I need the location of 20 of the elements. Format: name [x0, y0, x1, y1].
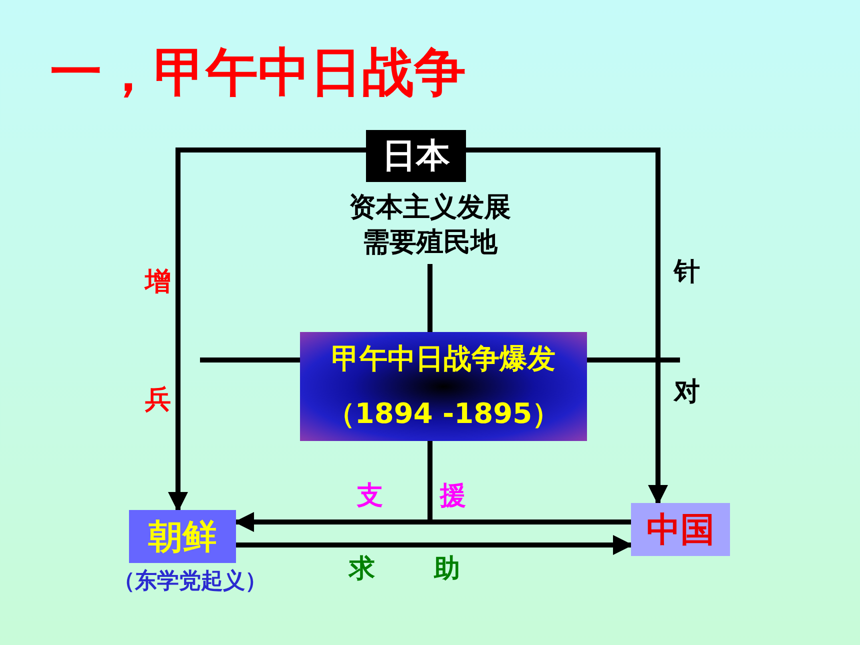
- event-box: [300, 332, 587, 441]
- arrow: [168, 148, 366, 512]
- edge-label: 增兵: [145, 266, 171, 417]
- note-text: 资本主义发展需要殖民地: [330, 186, 530, 264]
- arrow: [236, 535, 633, 555]
- connector-line: [428, 264, 432, 332]
- node-text: 日本: [382, 135, 450, 178]
- country-box: [129, 510, 236, 563]
- node-text: 朝鲜: [148, 516, 216, 558]
- edge-label: 针对: [674, 256, 700, 409]
- node-text: 中国: [646, 508, 714, 552]
- edge-label: 求助: [349, 553, 519, 585]
- title: 一，甲午中日战争: [50, 42, 466, 105]
- node-text: 甲午中日战争爆发: [332, 341, 556, 378]
- country-box: [366, 130, 466, 182]
- node-note: （东学党起义）: [112, 568, 268, 596]
- arrow: [466, 148, 668, 505]
- arrow: [234, 512, 631, 532]
- country-box: [631, 503, 730, 556]
- node-text: （1894 -1895）: [326, 396, 560, 432]
